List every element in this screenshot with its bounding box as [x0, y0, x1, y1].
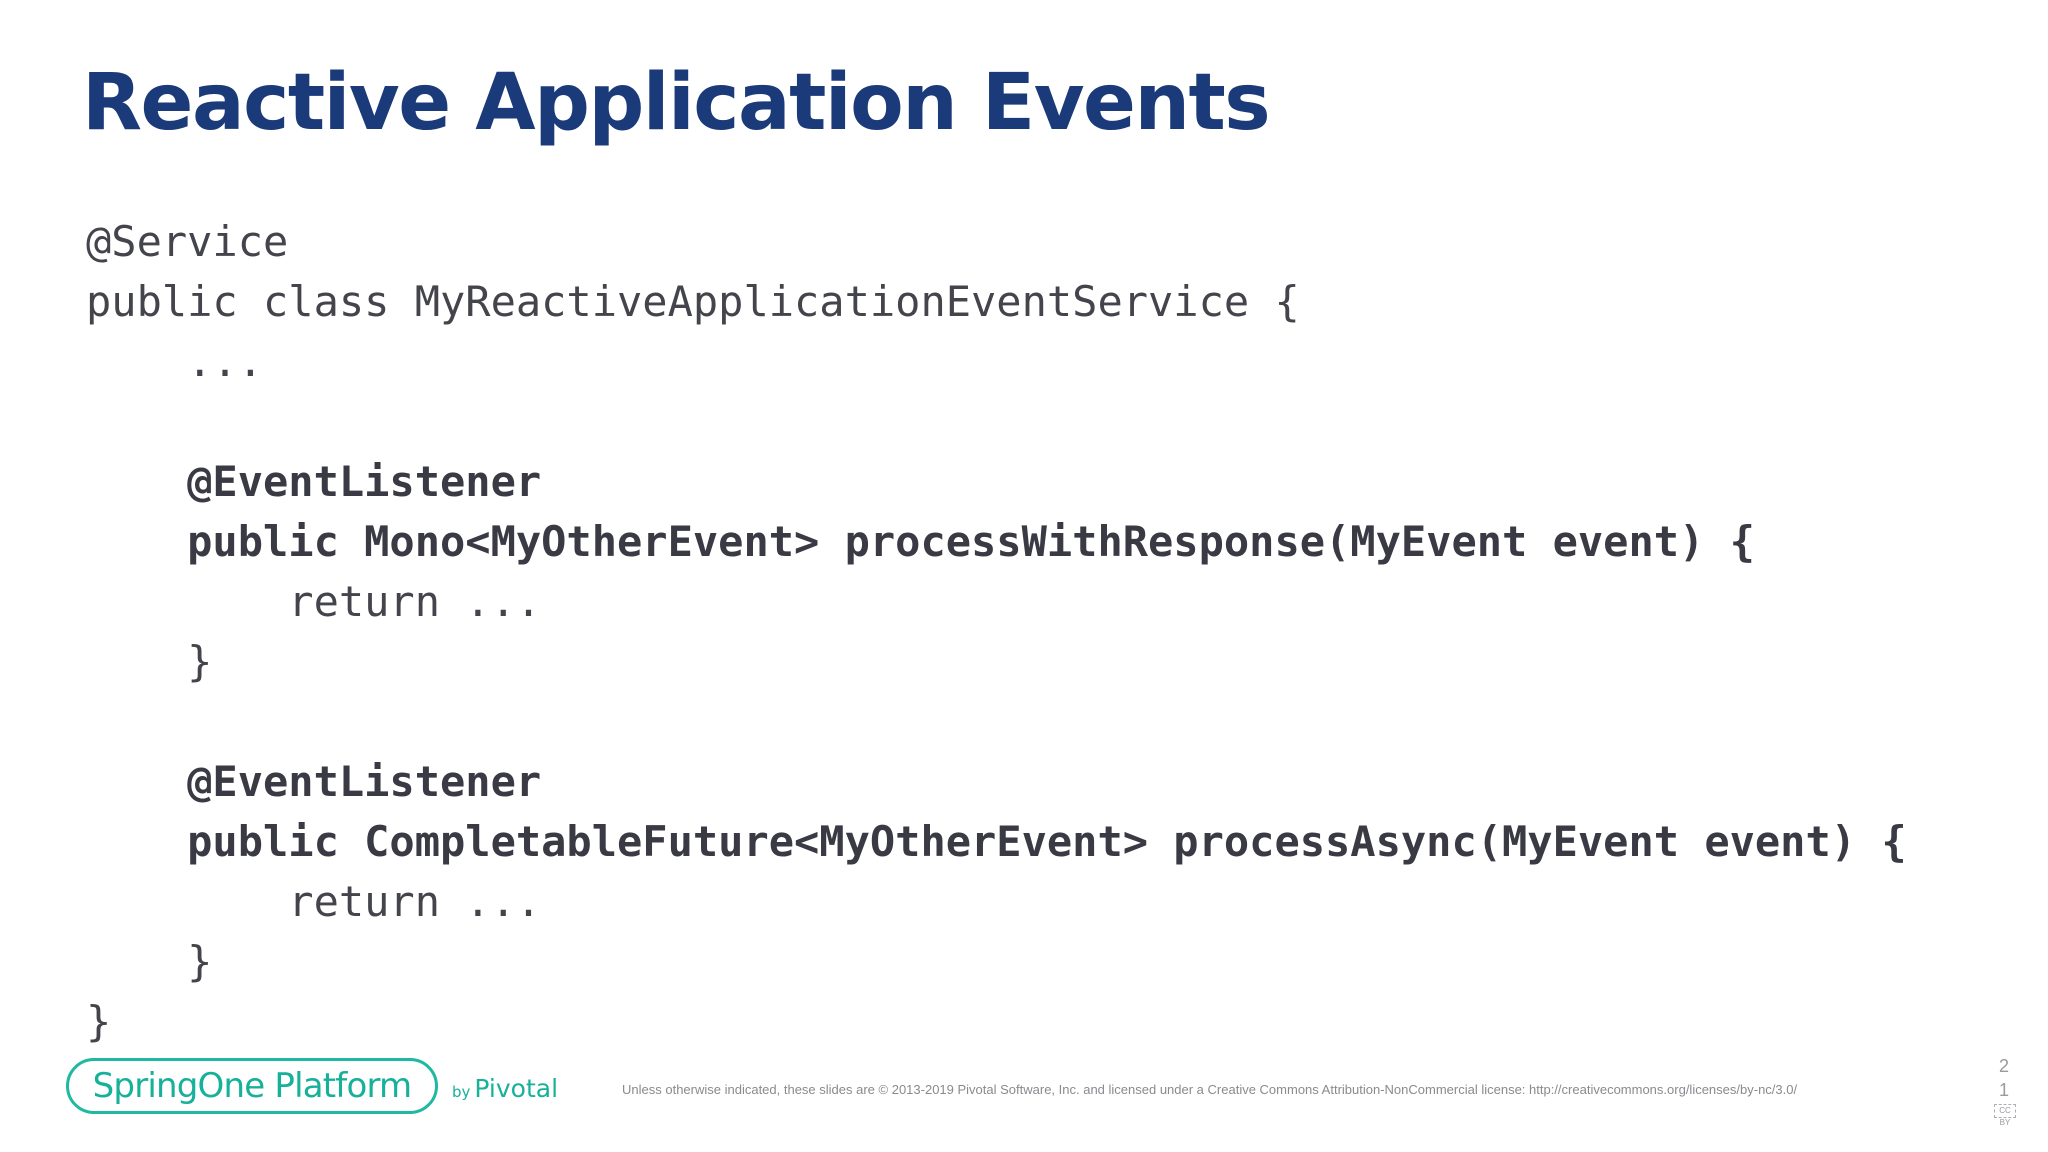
code-block: @Service public class MyReactiveApplicati…	[86, 212, 1907, 1052]
code-line	[86, 692, 1907, 752]
code-line: }	[86, 937, 213, 986]
code-line: }	[86, 997, 112, 1046]
cc-license-icon: CC BY	[1994, 1104, 2016, 1127]
code-line: public CompletableFuture<MyOtherEvent> p…	[86, 817, 1907, 866]
license-notice: Unless otherwise indicated, these slides…	[622, 1082, 1798, 1097]
slide-title: Reactive Application Events	[82, 58, 1271, 148]
code-line: }	[86, 637, 213, 686]
page-number-digit-1: 2	[1998, 1056, 2009, 1076]
by-label: by	[452, 1083, 471, 1101]
code-line: return ...	[86, 877, 542, 926]
page-number: 2 1	[1992, 1054, 2016, 1102]
page-number-digit-2: 1	[1998, 1080, 2009, 1100]
code-line: ...	[86, 337, 264, 386]
code-line: @EventListener	[86, 457, 542, 506]
code-line: return ...	[86, 577, 542, 626]
code-line: @Service	[86, 217, 289, 266]
code-line	[86, 392, 1907, 452]
brand-name: SpringOne Platform	[92, 1066, 413, 1106]
code-line: public Mono<MyOtherEvent> processWithRes…	[86, 517, 1755, 566]
code-line: public class MyReactiveApplicationEventS…	[86, 277, 1300, 326]
code-line: @EventListener	[86, 757, 542, 806]
company-name: Pivotal	[474, 1074, 559, 1103]
springone-platform-logo: SpringOne Platform	[66, 1058, 438, 1114]
